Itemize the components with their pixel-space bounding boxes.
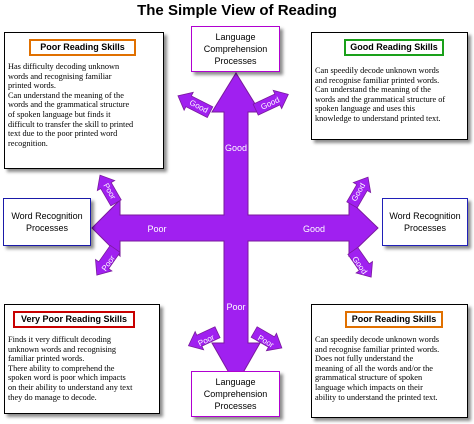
label-good-reading-skills: Good Reading Skills	[344, 39, 444, 56]
text-line: of spoken language but finds it	[8, 109, 111, 119]
text-line: meaning of all the words and/or the	[315, 363, 433, 373]
text-line: Does not fully understand the	[315, 354, 414, 364]
quadrant-top-right-text: Can speedily decode unknown words and re…	[315, 66, 467, 124]
text-line: recognition.	[8, 138, 48, 148]
diag-arrow-lower-left	[187, 326, 221, 351]
text-line: grammatical structure of spoken	[315, 373, 423, 383]
label-poor-reading-skills-bottom: Poor Reading Skills	[345, 311, 443, 328]
process-line: Comprehension	[203, 389, 268, 399]
process-bottom-language-comprehension: Language Comprehension Processes	[191, 371, 280, 417]
text-line: unknown words and recognising	[8, 344, 117, 354]
arrow-label-down: Poor	[226, 302, 245, 312]
text-line: words and the grammatical structure of	[315, 94, 446, 104]
text-line: and recognise familiar printed words.	[315, 75, 440, 85]
process-line: Language	[215, 377, 256, 387]
text-line: and recognise familiar printed words.	[315, 344, 440, 354]
process-right-word-recognition: Word Recognition Processes	[382, 198, 468, 246]
diagram-title: The Simple View of Reading	[137, 2, 337, 19]
diag-arrow-upper-left	[177, 91, 214, 119]
text-line: spoken language and uses this	[315, 104, 416, 114]
text-line: spoken word is poor which impacts	[8, 373, 126, 383]
text-line: printed words.	[8, 81, 56, 91]
label-very-poor-reading-skills: Very Poor Reading Skills	[13, 311, 135, 328]
text-line: Can speedily decode unknown words	[315, 66, 439, 75]
text-line: ability to understand the printed text.	[315, 392, 438, 402]
diag-arrow-left-upper	[96, 174, 122, 207]
diag-arrow-right-lower	[347, 246, 373, 278]
diag-arrow-right-upper	[346, 176, 372, 209]
process-line: Processes	[403, 223, 447, 233]
text-line: words and the grammatical structure	[8, 100, 130, 110]
text-line: words and recognising familiar	[8, 71, 112, 81]
text-line: familiar printed words.	[8, 354, 85, 364]
quadrant-top-left-text: Has difficulty decoding unknown words an…	[8, 62, 160, 148]
text-line: language which impacts on their	[315, 382, 423, 392]
quadrant-bottom-left-text: Finds it very difficult decoding unknown…	[8, 335, 160, 402]
text-line: There ability to comprehend the	[8, 363, 115, 373]
text-line: they do manage to decode.	[8, 392, 97, 402]
process-line: Comprehension	[203, 44, 268, 54]
text-line: Can understand the meaning of the	[8, 90, 124, 100]
arrow-label-right: Good	[303, 224, 325, 234]
text-line: text due to the poor printed word	[8, 129, 118, 139]
quadrant-bottom-right-text: Can speedily decode unknown words and re…	[315, 335, 467, 402]
text-line: Has difficulty decoding unknown	[8, 62, 120, 71]
process-line: Language	[215, 32, 256, 42]
process-line: Processes	[25, 223, 69, 233]
process-line: Processes	[214, 401, 257, 411]
process-top-language-comprehension: Language Comprehension Processes	[191, 26, 280, 72]
arrow-label-left: Poor	[147, 224, 166, 234]
text-line: difficult to transfer the skill to print…	[8, 119, 134, 129]
arrow-label-up: Good	[225, 143, 247, 153]
diag-arrow-lower-right	[250, 326, 283, 352]
text-line: Can understand the meaning of the	[315, 85, 431, 95]
process-line: Processes	[214, 56, 257, 66]
diag-arrow-left-lower	[95, 244, 121, 276]
text-line: knowledge to understand printed text.	[315, 113, 441, 123]
text-line: on their ability to understand any text	[8, 382, 133, 392]
text-line: Can speedily decode unknown words	[315, 335, 439, 344]
label-poor-reading-skills-top: Poor Reading Skills	[29, 39, 136, 56]
process-line: Word Recognition	[389, 211, 461, 221]
diag-arrow-upper-right	[252, 89, 289, 116]
four-way-arrow	[91, 72, 379, 387]
text-line: Finds it very difficult decoding	[8, 335, 112, 344]
process-line: Word Recognition	[11, 211, 83, 221]
process-left-word-recognition: Word Recognition Processes	[3, 198, 91, 246]
